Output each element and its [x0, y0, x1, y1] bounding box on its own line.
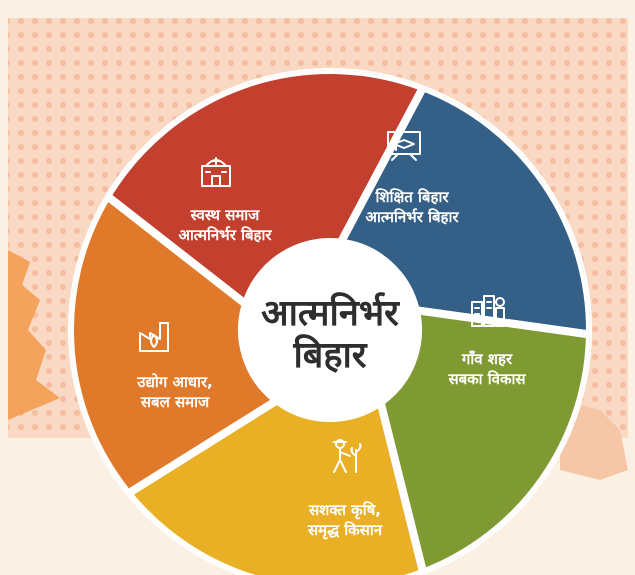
segment-label-udyog-line1: उद्योग आधार, — [136, 373, 213, 391]
segment-label-gaon-line1: गाँव शहर — [461, 350, 513, 368]
segment-label-gaon-line2: सबका विकास — [447, 370, 526, 388]
segment-label-swasth-line2: आत्मनिर्भर बिहार — [178, 226, 272, 244]
farmer-icon — [333, 439, 362, 473]
segment-label-krishi-line2: समृद्ध किसान — [307, 521, 383, 540]
hospital-icon — [201, 157, 231, 187]
torn-paper-edge-right — [560, 400, 628, 480]
segment-label-swasth-line1: स्वस्थ समाज — [190, 206, 261, 224]
education-board-icon — [387, 131, 421, 161]
torn-paper-edge-left — [8, 250, 60, 420]
segment-label-krishi-line1: सशक्त कृषि, — [308, 501, 381, 520]
center-circle — [240, 240, 420, 420]
segment-label-udyog-line2: सबल समाज — [140, 393, 210, 411]
center-title-line1: आत्मनिर्भर — [261, 292, 400, 334]
segment-label-shikshit-line2: आत्मनिर्भर बिहार — [365, 208, 459, 226]
city-development-icon — [471, 295, 505, 327]
center-title-line2: बिहार — [292, 334, 367, 376]
factory-icon — [139, 322, 169, 352]
segment-label-shikshit-line1: शिक्षित बिहार — [375, 188, 450, 206]
